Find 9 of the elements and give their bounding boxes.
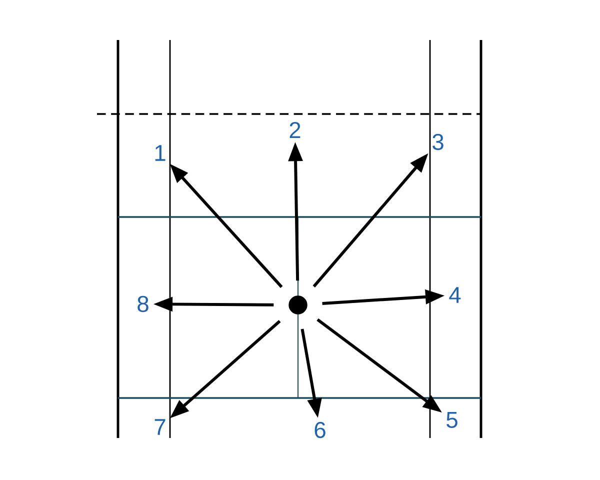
number-label: 8 [138,296,148,312]
center-dot [288,296,308,314]
number-label: 5 [446,412,458,428]
number-label: 1 [155,145,166,161]
number-label: 7 [154,419,166,435]
number-label: 4 [449,287,461,303]
number-label: 2 [290,122,300,138]
number-label: 3 [432,134,444,150]
number-label: 6 [314,422,326,438]
